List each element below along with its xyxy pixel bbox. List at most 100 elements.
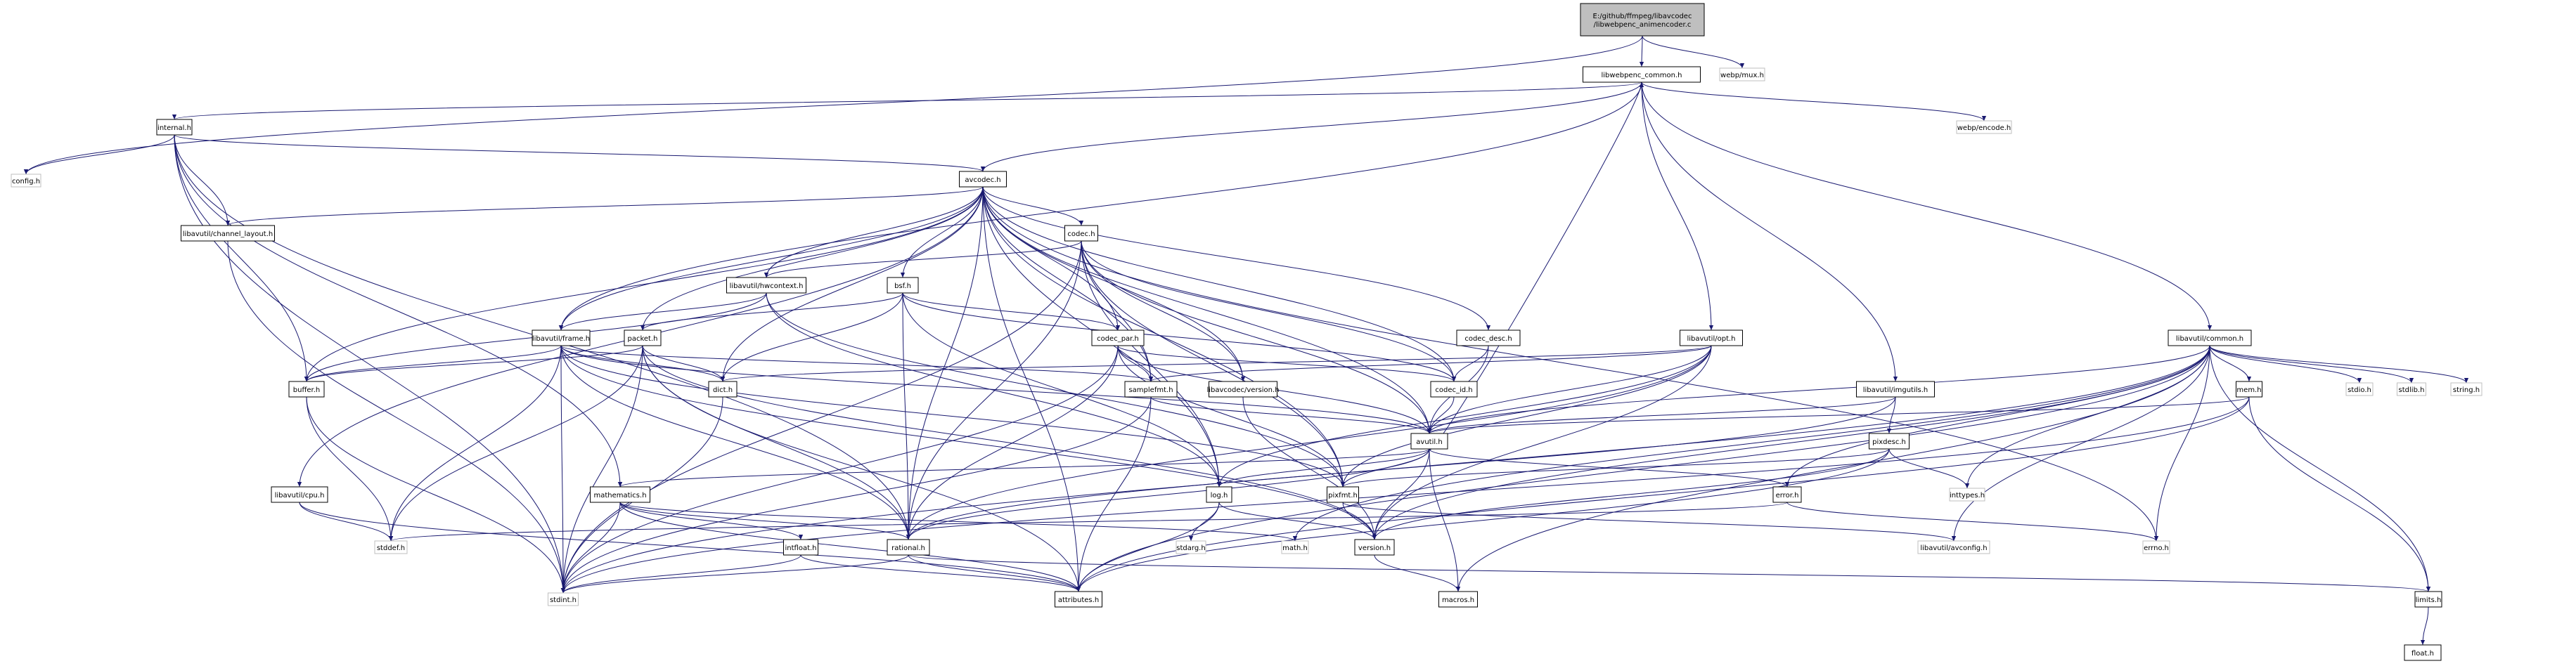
node-label: libavutil/avconfig.h — [1920, 544, 1987, 552]
edge-avcodec-to-rational — [906, 186, 984, 540]
node-imgutils[interactable]: libavutil/imgutils.h — [1856, 381, 1935, 398]
edge-samplefmt-to-avutil — [1150, 396, 1432, 434]
node-root[interactable]: E:/github/ffmpeg/libavcodec/libwebpenc_a… — [1580, 3, 1705, 37]
node-samplefmt[interactable]: samplefmt.h — [1124, 381, 1178, 398]
node-box — [374, 540, 408, 554]
edge-pixdesc-to-attributes — [1076, 448, 1890, 592]
node-lavcver[interactable]: libavcodec/version.h — [1206, 381, 1280, 398]
node-label: libavutil/common.h — [2176, 335, 2243, 343]
edge-common-to-avcommon — [1641, 81, 2213, 331]
node-mathematics[interactable]: mathematics.h — [590, 486, 650, 503]
edge-avcodec-to-attributes — [982, 186, 1081, 592]
edge-common-to-avcodec — [980, 81, 1642, 172]
node-box — [1430, 381, 1478, 398]
node-codecdesc[interactable]: codec_desc.h — [1456, 329, 1521, 346]
edge-rational-to-limits — [908, 554, 2430, 592]
file-nodes: E:/github/ffmpeg/libavcodec/libwebpenc_a… — [11, 3, 2482, 661]
node-hwcontext[interactable]: libavutil/hwcontext.h — [726, 277, 806, 294]
edge-root-to-config — [23, 35, 1643, 175]
node-codecpar[interactable]: codec_par.h — [1091, 329, 1145, 346]
node-box — [2236, 381, 2262, 398]
edge-avcommon-to-inttypes — [1964, 345, 2210, 489]
node-error[interactable]: error.h — [1772, 486, 1802, 503]
node-label: webp/mux.h — [1720, 72, 1764, 79]
node-rational[interactable]: rational.h — [887, 539, 930, 556]
edge-internal-to-avcodec — [174, 134, 985, 172]
node-codec[interactable]: codec.h — [1064, 225, 1098, 242]
node-box — [2345, 382, 2374, 396]
node-bsf[interactable]: bsf.h — [887, 277, 919, 294]
node-avutil[interactable]: avutil.h — [1410, 433, 1448, 450]
node-label: intfloat.h — [785, 544, 816, 552]
edge-rational-to-stdint — [560, 554, 909, 594]
node-box — [726, 277, 806, 294]
node-version[interactable]: version.h — [1354, 539, 1395, 556]
node-codecid[interactable]: codec_id.h — [1430, 381, 1478, 398]
edge-rational-to-attributes — [908, 554, 1081, 592]
node-label: codec.h — [1067, 230, 1095, 238]
edge-avcodec-to-samplefmt — [982, 186, 1154, 382]
node-label: samplefmt.h — [1128, 386, 1173, 394]
node-intfloat[interactable]: intfloat.h — [783, 539, 818, 556]
node-buffer[interactable]: buffer.h — [288, 381, 325, 398]
node-mem[interactable]: mem.h — [2236, 381, 2262, 398]
node-avcodec[interactable]: avcodec.h — [959, 171, 1007, 188]
node-cpu[interactable]: libavutil/cpu.h — [271, 486, 328, 503]
node-label: attributes.h — [1058, 596, 1099, 604]
node-pixfmt[interactable]: pixfmt.h — [1327, 486, 1359, 503]
node-pixdesc[interactable]: pixdesc.h — [1869, 433, 1910, 450]
node-limits[interactable]: limits.h — [2414, 591, 2442, 608]
node-stddef: stddef.h — [374, 540, 408, 554]
node-label: log.h — [1211, 492, 1228, 500]
edge-mathematics-to-intfloat — [619, 502, 804, 540]
edge-common-to-webpencode — [1641, 81, 1987, 122]
node-box — [1856, 381, 1935, 398]
edge-avutil-to-version — [1372, 448, 1430, 540]
edge-root-to-webpmux — [1642, 35, 1745, 69]
node-string: string.h — [2450, 382, 2482, 396]
edge-version-to-macros — [1374, 554, 1461, 592]
edge-avutil-to-log — [1216, 448, 1430, 488]
node-label: libavcodec/version.h — [1206, 386, 1279, 394]
edge-intfloat-to-stdint — [560, 554, 801, 594]
node-box — [532, 329, 591, 346]
node-label: stdio.h — [2348, 386, 2371, 394]
node-math: math.h — [1281, 540, 1309, 554]
edge-mem-to-limits — [2248, 396, 2431, 592]
node-label: webp/encode.h — [1957, 124, 2011, 132]
node-box — [1719, 67, 1765, 81]
node-label: codec_par.h — [1097, 335, 1139, 343]
node-macros[interactable]: macros.h — [1438, 591, 1478, 608]
edge-chlayout-to-stdint — [227, 240, 566, 594]
edge-pixdesc-to-version — [1372, 448, 1890, 540]
edge-avcommon-to-avconfig — [1951, 345, 2210, 542]
node-float[interactable]: float.h — [2404, 644, 2442, 661]
node-webpencode: webp/encode.h — [1956, 120, 2012, 134]
node-label: libwebpenc_common.h — [1602, 72, 1682, 79]
node-internal[interactable]: internal.h — [156, 119, 193, 136]
node-attributes[interactable]: attributes.h — [1055, 591, 1102, 608]
node-log[interactable]: log.h — [1206, 486, 1232, 503]
edge-avcodec-to-buffer — [304, 186, 984, 382]
node-opt[interactable]: libavutil/opt.h — [1680, 329, 1743, 346]
node-inttypes: inttypes.h — [1949, 488, 1985, 502]
edge-bsf-to-rational — [902, 292, 911, 540]
edge-codec-to-stdint — [560, 240, 1082, 594]
node-box — [1956, 120, 2012, 134]
node-box — [2168, 329, 2252, 346]
node-box — [181, 225, 275, 242]
node-errno: errno.h — [2142, 540, 2170, 554]
edge-opt-to-samplefmt — [1149, 345, 1712, 382]
node-webpmux: webp/mux.h — [1719, 67, 1765, 81]
edge-pixdesc-to-pixfmt — [1341, 448, 1890, 488]
edge-hwcontext-to-pixfmt — [766, 292, 1346, 488]
edge-error-to-stddef — [389, 502, 1788, 542]
node-chlayout[interactable]: libavutil/channel_layout.h — [181, 225, 275, 242]
edge-hwcontext-to-log — [766, 292, 1222, 488]
edge-codecpar-to-pixfmt — [1117, 345, 1346, 488]
node-dict[interactable]: dict.h — [708, 381, 738, 398]
node-avcommon[interactable]: libavutil/common.h — [2168, 329, 2252, 346]
node-frame[interactable]: libavutil/frame.h — [532, 329, 591, 346]
node-packet[interactable]: packet.h — [624, 329, 662, 346]
node-common[interactable]: libwebpenc_common.h — [1583, 66, 1701, 83]
